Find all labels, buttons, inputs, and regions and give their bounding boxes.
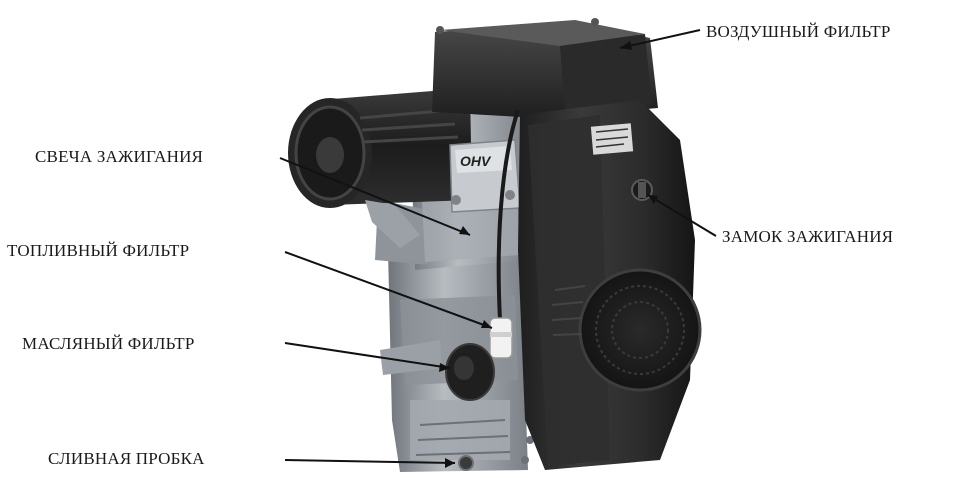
leader-air-filter bbox=[619, 29, 701, 49]
leader-arrowheads bbox=[439, 41, 658, 468]
air-filter-housing bbox=[432, 18, 658, 118]
fuel-filter-part bbox=[489, 317, 513, 359]
fuel-filter-label: ТОПЛИВНЫЙ ФИЛЬТР bbox=[7, 241, 190, 260]
drain-plug-label: СЛИВНАЯ ПРОБКА bbox=[48, 449, 205, 468]
leader-oil-filter bbox=[284, 342, 451, 369]
leader-spark-plug bbox=[279, 157, 471, 236]
ignition-lock-label: ЗАМОК ЗАЖИГАНИЯ bbox=[722, 227, 894, 246]
exhaust-pipe bbox=[365, 200, 420, 248]
oil-filter-part bbox=[380, 340, 495, 401]
starter-grille bbox=[578, 268, 702, 392]
engine-shroud bbox=[518, 100, 702, 470]
leader-ignition bbox=[647, 194, 717, 237]
spark-plug-label: СВЕЧА ЗАЖИГАНИЯ bbox=[35, 147, 204, 166]
ohv-marking: OHV bbox=[460, 153, 492, 169]
leader-fuel-filter bbox=[284, 251, 493, 329]
leader-drain-plug bbox=[284, 459, 456, 464]
air-filter-label: ВОЗДУШНЫЙ ФИЛЬТР bbox=[706, 22, 891, 41]
drain-plug-part bbox=[458, 455, 474, 471]
muffler bbox=[288, 88, 472, 208]
fuel-line bbox=[496, 109, 520, 321]
leader-lines bbox=[279, 29, 717, 464]
oil-filter-label: МАСЛЯНЫЙ ФИЛЬТР bbox=[22, 334, 195, 353]
